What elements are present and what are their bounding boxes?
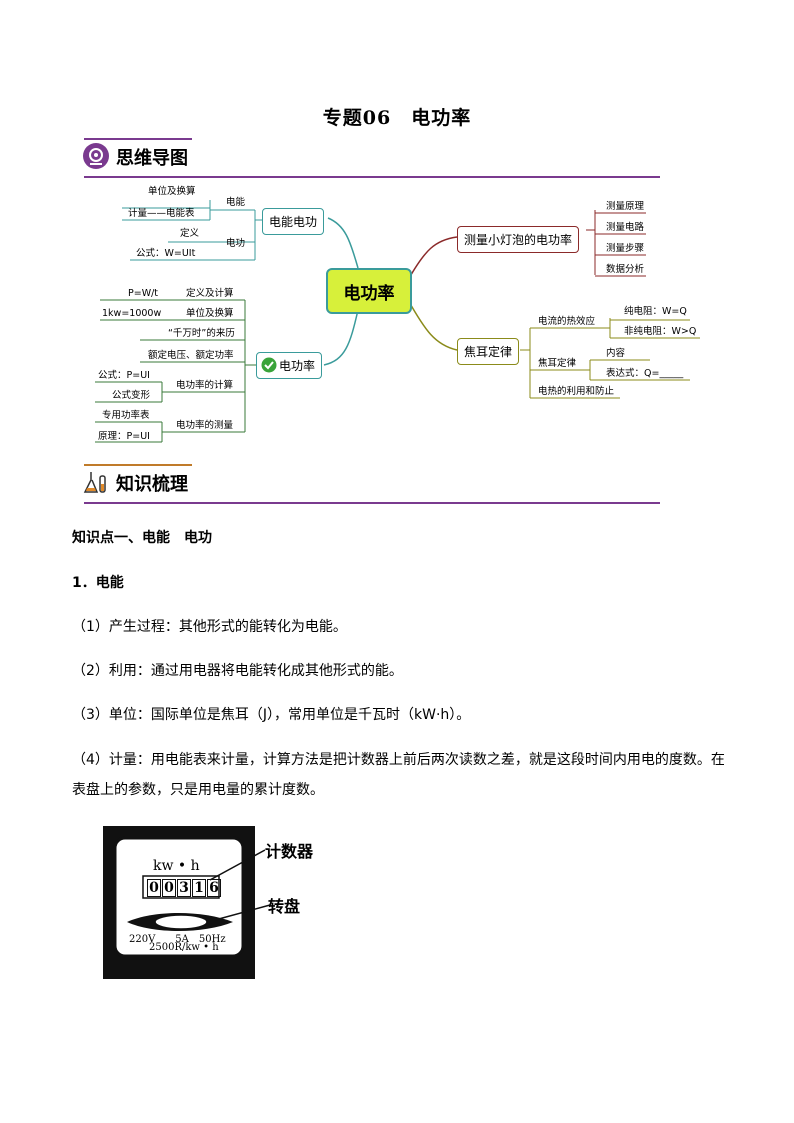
- leaf-heat-effect: 电流的热效应: [538, 316, 596, 327]
- sub-power-calc: 电功率的计算: [176, 380, 234, 391]
- knowledge-section-header: 知识梳理: [72, 464, 660, 504]
- mindmap-section-title: 思维导图: [116, 148, 188, 169]
- meter-digit: 0: [147, 879, 161, 897]
- sub-electric-work: 电功: [226, 238, 246, 249]
- leaf-pure-resistance: 纯电阻：W=Q: [624, 306, 687, 317]
- sub-power-measure: 电功率的测量: [176, 420, 234, 431]
- subsection-heading: 1．电能: [72, 575, 124, 591]
- leaf-steps: 测量步骤: [606, 243, 645, 254]
- paragraph-2: （2）利用：通过用电器将电能转化成其他形式的能。: [72, 663, 403, 679]
- leaf-nonpure-resistance: 非纯电阻：W>Q: [624, 326, 697, 337]
- mind-map: 电功率 电能电功 单位及换算 计量——电能表 定义 公式：W=UIt 电能 电功…: [90, 180, 710, 445]
- leaf-principle-measure: 测量原理: [606, 201, 645, 212]
- branch-joule-law: 焦耳定律: [457, 338, 520, 365]
- paragraph-3: （3）单位：国际单位是焦耳（J），常用单位是千瓦时（kW·h）。: [72, 707, 471, 723]
- knowledge-point-heading: 知识点一、电能 电功: [72, 530, 212, 546]
- leaf-kwh-origin: “千万时”的来历: [168, 328, 235, 339]
- mind-map-connectors: [95, 200, 700, 443]
- leaf-formula-variant: 公式变形: [112, 390, 151, 401]
- electric-meter-figure: kw • h 0 0 3 1 6 220V 5A 50Hz 2500R/kw •…: [103, 826, 255, 979]
- paragraph-1: （1）产生过程：其他形式的能转化为电能。: [72, 619, 347, 635]
- meter-callout-lines: [210, 849, 271, 921]
- knowledge-section-title: 知识梳理: [116, 474, 188, 495]
- sub-def-calc: 定义及计算: [186, 288, 234, 299]
- callout-counter: 计数器: [265, 842, 314, 861]
- meter-counter-digits: 0 0 3 1 6: [147, 879, 221, 897]
- sub-unit-conv: 单位及换算: [186, 308, 234, 319]
- meter-specs: 220V 5A 50Hz: [129, 934, 226, 945]
- meter-unit-label: kw • h: [153, 858, 200, 874]
- leaf-joule-law: 焦耳定律: [538, 358, 577, 369]
- branch-power: 电功率: [256, 352, 323, 379]
- leaf-analysis: 数据分析: [606, 264, 645, 275]
- meter-digit: 3: [177, 879, 191, 897]
- sub-electric-energy: 电能: [226, 197, 246, 208]
- leaf-expression: 表达式：Q=_____: [606, 368, 684, 379]
- mindmap-center-node: 电功率: [326, 268, 412, 314]
- check-icon: [261, 357, 277, 373]
- leaf-meter: 计量——电能表: [128, 208, 195, 219]
- leaf-kw-w: 1kw=1000w: [102, 308, 162, 319]
- meter-revolutions: 2500R/kw • h: [149, 942, 219, 953]
- leaf-formula-w: 公式：W=UIt: [136, 248, 196, 259]
- meter-digit: 6: [207, 879, 221, 897]
- mindmap-section-header: 思维导图: [72, 138, 660, 178]
- meter-digit: 0: [162, 879, 176, 897]
- meter-body-graphic: [103, 826, 255, 979]
- leaf-heat-use: 电热的利用和防止: [538, 386, 615, 397]
- leaf-power-meter: 专用功率表: [102, 410, 150, 421]
- leaf-rated: 额定电压、额定功率: [148, 350, 234, 361]
- flask-icon: [83, 472, 106, 493]
- meter-digit: 1: [192, 879, 206, 897]
- leaf-principle: 原理：P=UI: [98, 431, 150, 442]
- callout-dial: 转盘: [268, 897, 301, 916]
- brain-icon: [83, 143, 109, 169]
- page-title: 专题06 电功率: [322, 107, 472, 129]
- branch-power-label: 电功率: [279, 359, 316, 373]
- paragraph-4: （4）计量：用电能表来计量，计算方法是把计数器上前后两次读数之差，就是这段时间内…: [72, 752, 725, 798]
- leaf-unit-conversion: 单位及换算: [148, 186, 196, 197]
- branch-bulb-power: 测量小灯泡的电功率: [457, 226, 580, 253]
- branch-energy-work: 电能电功: [262, 208, 325, 235]
- leaf-circuit: 测量电路: [606, 222, 645, 233]
- leaf-p-ui: 公式：P=UI: [98, 370, 150, 381]
- leaf-definition: 定义: [180, 228, 200, 239]
- leaf-content: 内容: [606, 348, 626, 359]
- leaf-p-w-t: P=W/t: [128, 288, 159, 299]
